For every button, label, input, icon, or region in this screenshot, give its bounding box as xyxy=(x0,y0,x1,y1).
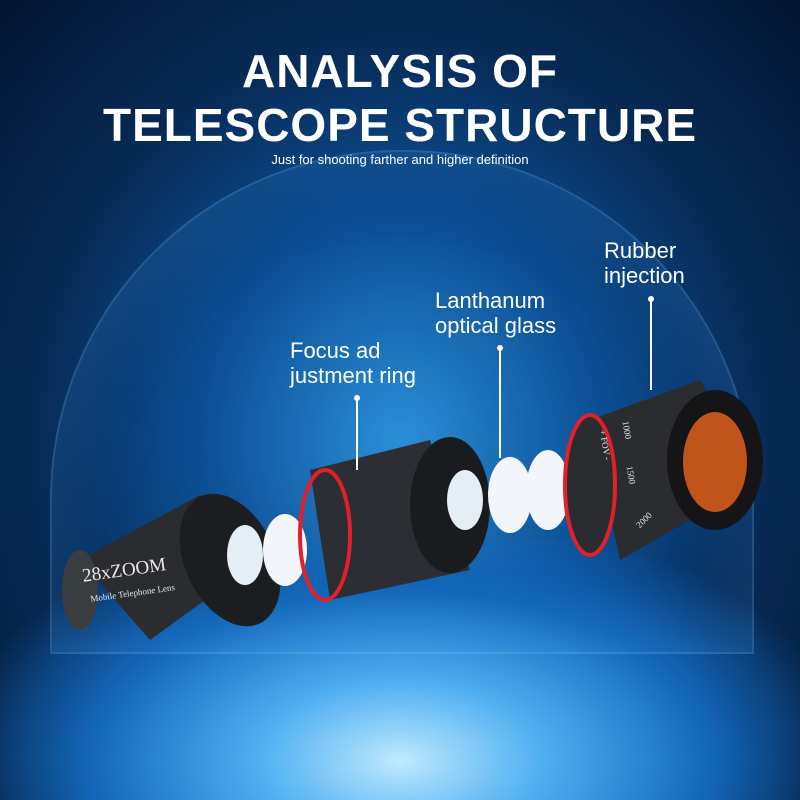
label-line: Rubber xyxy=(604,238,677,263)
label-rubber-injection: Rubber injection xyxy=(604,238,685,288)
objective-barrel xyxy=(563,380,763,560)
subtitle: Just for shooting farther and higher def… xyxy=(271,152,529,167)
title-line-2: TELESCOPE STRUCTURE xyxy=(102,99,698,151)
label-focus-ring: Focus ad justment ring xyxy=(290,338,416,388)
leader-line xyxy=(499,350,501,458)
leader-dot xyxy=(497,345,503,351)
lanthanum-glass xyxy=(447,450,570,533)
label-line: optical glass xyxy=(435,313,557,338)
leader-dot xyxy=(354,395,360,401)
leader-line xyxy=(356,400,358,470)
glass-elements-left xyxy=(227,514,307,586)
label-line: injection xyxy=(604,263,685,288)
leader-dot xyxy=(648,296,654,302)
leader-line xyxy=(650,300,652,390)
label-lanthanum-glass: Lanthanum optical glass xyxy=(435,288,556,338)
label-line: justment ring xyxy=(290,363,416,388)
label-line: Lanthanum xyxy=(435,288,546,313)
page-title: ANALYSIS OF TELESCOPE STRUCTURE xyxy=(0,44,800,152)
label-line: Focus ad xyxy=(290,338,381,363)
title-line-1: ANALYSIS OF xyxy=(241,45,559,97)
